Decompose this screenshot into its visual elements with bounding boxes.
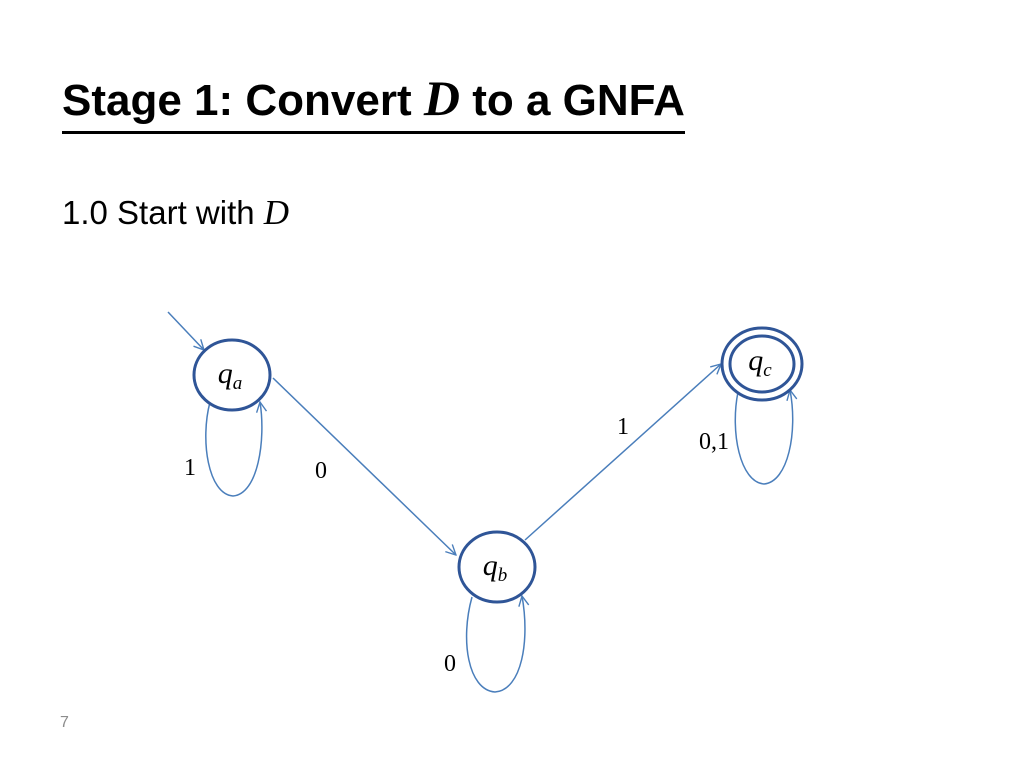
transition-qb-qc [524, 364, 721, 541]
label-qa-qa: 1 [184, 455, 196, 481]
start-arrow [167, 311, 204, 350]
state-qa: qa [192, 338, 272, 412]
label-qb-qc: 1 [617, 414, 629, 440]
subtitle-variable: D [263, 193, 290, 232]
title-variable: D [423, 70, 460, 126]
state-qa-label: qa [218, 357, 243, 394]
label-qa-qb: 0 [315, 458, 327, 484]
transition-qa-qb [272, 377, 456, 555]
state-qc: qc [720, 326, 804, 402]
transition-qb-qb [465, 596, 525, 693]
state-qc-label: qc [748, 344, 772, 381]
slide-subtitle: 1.0 Start with D [62, 188, 289, 238]
label-qb-qb: 0 [444, 651, 456, 677]
page-number: 7 [60, 714, 69, 731]
state-qb-label: qb [483, 549, 508, 586]
slide-title: Stage 1: Convert D to a GNFA [62, 68, 685, 134]
subtitle-prefix: 1.0 Start with [62, 194, 255, 231]
label-qc-qc: 0,1 [699, 429, 729, 455]
title-suffix: to a GNFA [472, 76, 685, 125]
title-prefix: Stage 1: Convert [62, 76, 412, 125]
transition-qc-qc [734, 390, 792, 485]
transition-qa-qa [205, 402, 262, 497]
state-qb: qb [457, 530, 537, 604]
